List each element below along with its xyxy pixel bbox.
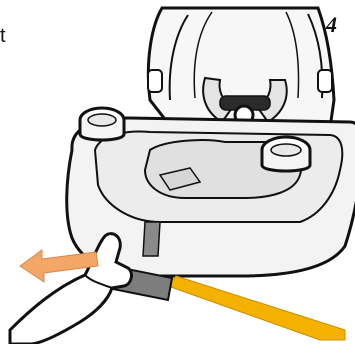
- right-side-tab: [318, 70, 332, 92]
- hand-illustration: [10, 234, 131, 344]
- left-cup-holder: [80, 108, 124, 140]
- left-side-tab: [148, 70, 162, 92]
- lap-belt: [168, 276, 345, 340]
- belt-path-strap: [143, 222, 160, 256]
- right-cup-holder: [262, 137, 310, 171]
